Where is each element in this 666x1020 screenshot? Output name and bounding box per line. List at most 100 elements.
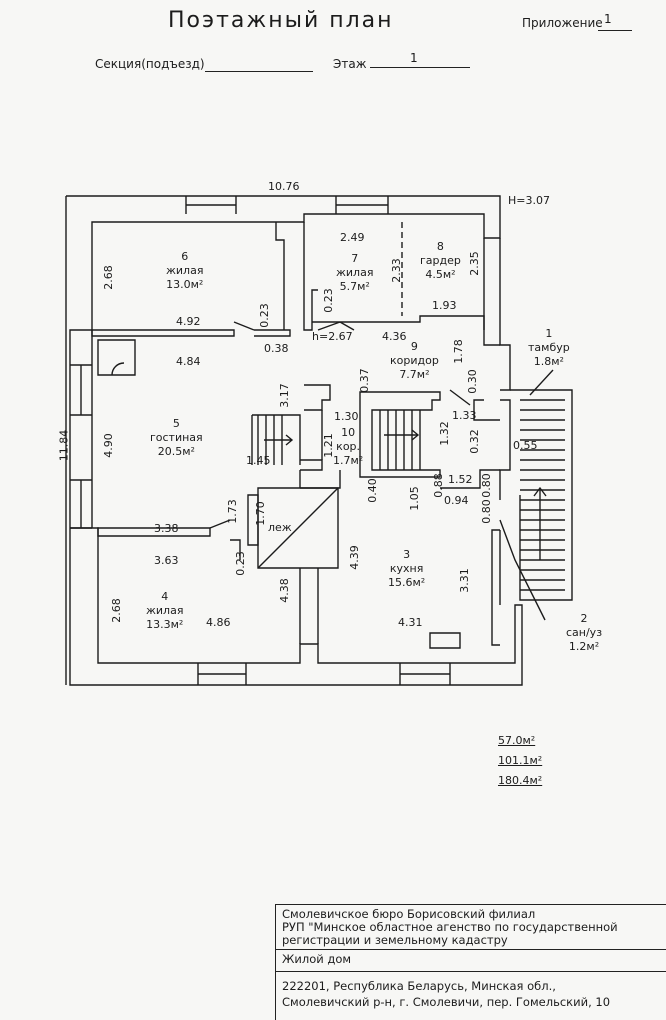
dim-4-39: 4.39 bbox=[347, 545, 361, 570]
dim-0-55: 0.55 bbox=[513, 439, 538, 452]
room-6-label: 6 жилая 13.0м² bbox=[166, 250, 203, 291]
room-7-label: 7 жилая 5.7м² bbox=[336, 252, 373, 293]
stamp-org-line-2: РУП "Минское областное агенство по госуд… bbox=[282, 920, 618, 934]
room-10-area: 1.7м² bbox=[333, 453, 364, 467]
room-4-area: 13.3м² bbox=[146, 617, 184, 631]
dim-0-38: 0.38 bbox=[264, 342, 289, 355]
room-7-name: жилая bbox=[336, 265, 374, 279]
dim-3-63: 3.63 bbox=[154, 554, 179, 567]
floor-underline bbox=[370, 67, 470, 68]
dim-0-88: 0.88 bbox=[431, 473, 445, 498]
appendix-value: 1 bbox=[604, 12, 612, 26]
room-2-label: 2 сан/уз 1.2м² bbox=[566, 612, 602, 653]
room-6-name: жилая bbox=[166, 263, 204, 277]
room-8-num: 8 bbox=[436, 240, 444, 253]
dim-4-84: 4.84 bbox=[176, 355, 201, 368]
room-2-name: сан/уз bbox=[566, 625, 603, 639]
dim-4-38: 4.38 bbox=[277, 578, 291, 603]
room-4-label: 4 жилая 13.3м² bbox=[146, 590, 183, 631]
dim-3-17: 3.17 bbox=[277, 383, 291, 408]
dim-1-05: 1.05 bbox=[407, 486, 421, 511]
dim-1-93: 1.93 bbox=[432, 299, 457, 312]
room-4-num: 4 bbox=[161, 590, 169, 603]
room-9-name: коридор bbox=[390, 353, 439, 367]
dim-0-32: 0.32 bbox=[467, 429, 481, 454]
total-house-area: 180.4м² bbox=[498, 774, 543, 787]
room-5-label: 5 гостиная 20.5м² bbox=[150, 417, 203, 458]
stamp-object-row: Жилой дом bbox=[276, 949, 666, 972]
title-block-stamp: Смолевичское бюро Борисовский филиал РУП… bbox=[275, 904, 666, 1020]
appendix-underline bbox=[598, 30, 632, 31]
dim-0-23-c: 0.23 bbox=[233, 551, 247, 576]
dim-4-90: 4.90 bbox=[101, 433, 115, 458]
dim-3-38: 3.38 bbox=[154, 522, 179, 535]
dim-3-31: 3.31 bbox=[457, 568, 471, 593]
floor-label: Этаж bbox=[333, 57, 367, 71]
overall-depth: 11.84 bbox=[57, 429, 71, 462]
dim-1-78: 1.78 bbox=[451, 339, 465, 364]
dim-1-21: 1.21 bbox=[321, 433, 335, 458]
stamp-org-line-3: регистрации и земельному кадастру bbox=[282, 933, 508, 947]
room-7-area: 5.7м² bbox=[339, 279, 370, 293]
dim-4-86: 4.86 bbox=[206, 616, 231, 629]
dim-0-23-b: 0.23 bbox=[321, 288, 335, 313]
dim-1-45: 1.45 bbox=[246, 454, 271, 467]
room-10-name: кор. bbox=[336, 439, 361, 453]
room-5-num: 5 bbox=[172, 417, 180, 430]
dim-1-70: 1.70 bbox=[253, 501, 267, 526]
stamp-address-line-2: Смолевичский р-н, г. Смолевичи, пер. Гом… bbox=[282, 995, 611, 1009]
room-3-label: 3 кухня 15.6м² bbox=[388, 548, 425, 589]
room-8-area: 4.5м² bbox=[425, 267, 456, 281]
room-1-num: 1 bbox=[545, 327, 553, 340]
dim-0-30: 0.30 bbox=[465, 369, 479, 394]
couch-label: леж bbox=[268, 521, 292, 534]
dim-4-92: 4.92 bbox=[176, 315, 201, 328]
room-3-num: 3 bbox=[403, 548, 411, 561]
dim-0-23-a: 0.23 bbox=[257, 303, 271, 328]
appendix-label: Приложение bbox=[522, 16, 603, 30]
dim-1-32: 1.32 bbox=[437, 421, 451, 446]
room-1-name: тамбур bbox=[528, 340, 570, 354]
room-10-label: 10 кор. 1.7м² bbox=[333, 426, 363, 467]
room-5-area: 20.5м² bbox=[157, 444, 195, 458]
stamp-org-row: Смолевичское бюро Борисовский филиал РУП… bbox=[276, 905, 666, 950]
stamp-address-line-1: 222201, Республика Беларусь, Минская обл… bbox=[282, 979, 556, 993]
room-9-area: 7.7м² bbox=[399, 367, 430, 381]
room-3-name: кухня bbox=[389, 561, 424, 575]
room-8-label: 8 гардер 4.5м² bbox=[420, 240, 461, 281]
dim-1-30: 1.30 bbox=[334, 410, 359, 423]
section-underline bbox=[205, 71, 313, 72]
total-floor-area: 101.1м² bbox=[498, 754, 543, 767]
dim-0-94: 0.94 bbox=[444, 494, 469, 507]
dim-2-68-top: 2.68 bbox=[101, 265, 115, 290]
total-living-area: 57.0м² bbox=[498, 734, 536, 747]
dim-1-73: 1.73 bbox=[225, 499, 239, 524]
overall-width: 10.76 bbox=[268, 180, 300, 193]
room-9-label: 9 коридор 7.7м² bbox=[390, 340, 439, 381]
room-7-num: 7 bbox=[351, 252, 359, 265]
dim-2-35: 2.35 bbox=[467, 251, 481, 276]
room-3-area: 15.6м² bbox=[388, 575, 426, 589]
page-title: Поэтажный план bbox=[168, 8, 394, 33]
stamp-address-row: 222201, Республика Беларусь, Минская обл… bbox=[276, 971, 666, 1016]
room-2-area: 1.2м² bbox=[568, 639, 600, 653]
dim-4-31: 4.31 bbox=[398, 616, 423, 629]
section-label: Секция(подъезд) bbox=[95, 57, 205, 71]
dim-0-40: 0.40 bbox=[365, 478, 379, 503]
dim-0-80-b: 0.80 bbox=[479, 499, 493, 524]
floor-value: 1 bbox=[410, 51, 418, 65]
room-5-name: гостиная bbox=[150, 430, 203, 444]
dim-0-37: 0.37 bbox=[357, 368, 371, 393]
ceiling-height-note: h=2.67 bbox=[312, 330, 353, 343]
room-9-num: 9 bbox=[410, 340, 418, 353]
room-2-num: 2 bbox=[580, 612, 588, 625]
room-1-label: 1 тамбур 1.8м² bbox=[528, 327, 570, 368]
room-6-area: 13.0м² bbox=[166, 277, 204, 291]
room-6-num: 6 bbox=[181, 250, 189, 263]
room-10-num: 10 bbox=[341, 426, 356, 439]
dim-2-49: 2.49 bbox=[340, 231, 365, 244]
dim-1-33: 1.33 bbox=[452, 409, 477, 422]
stamp-object: Жилой дом bbox=[282, 952, 352, 966]
stamp-org-line-1: Смолевичское бюро Борисовский филиал bbox=[282, 907, 536, 921]
